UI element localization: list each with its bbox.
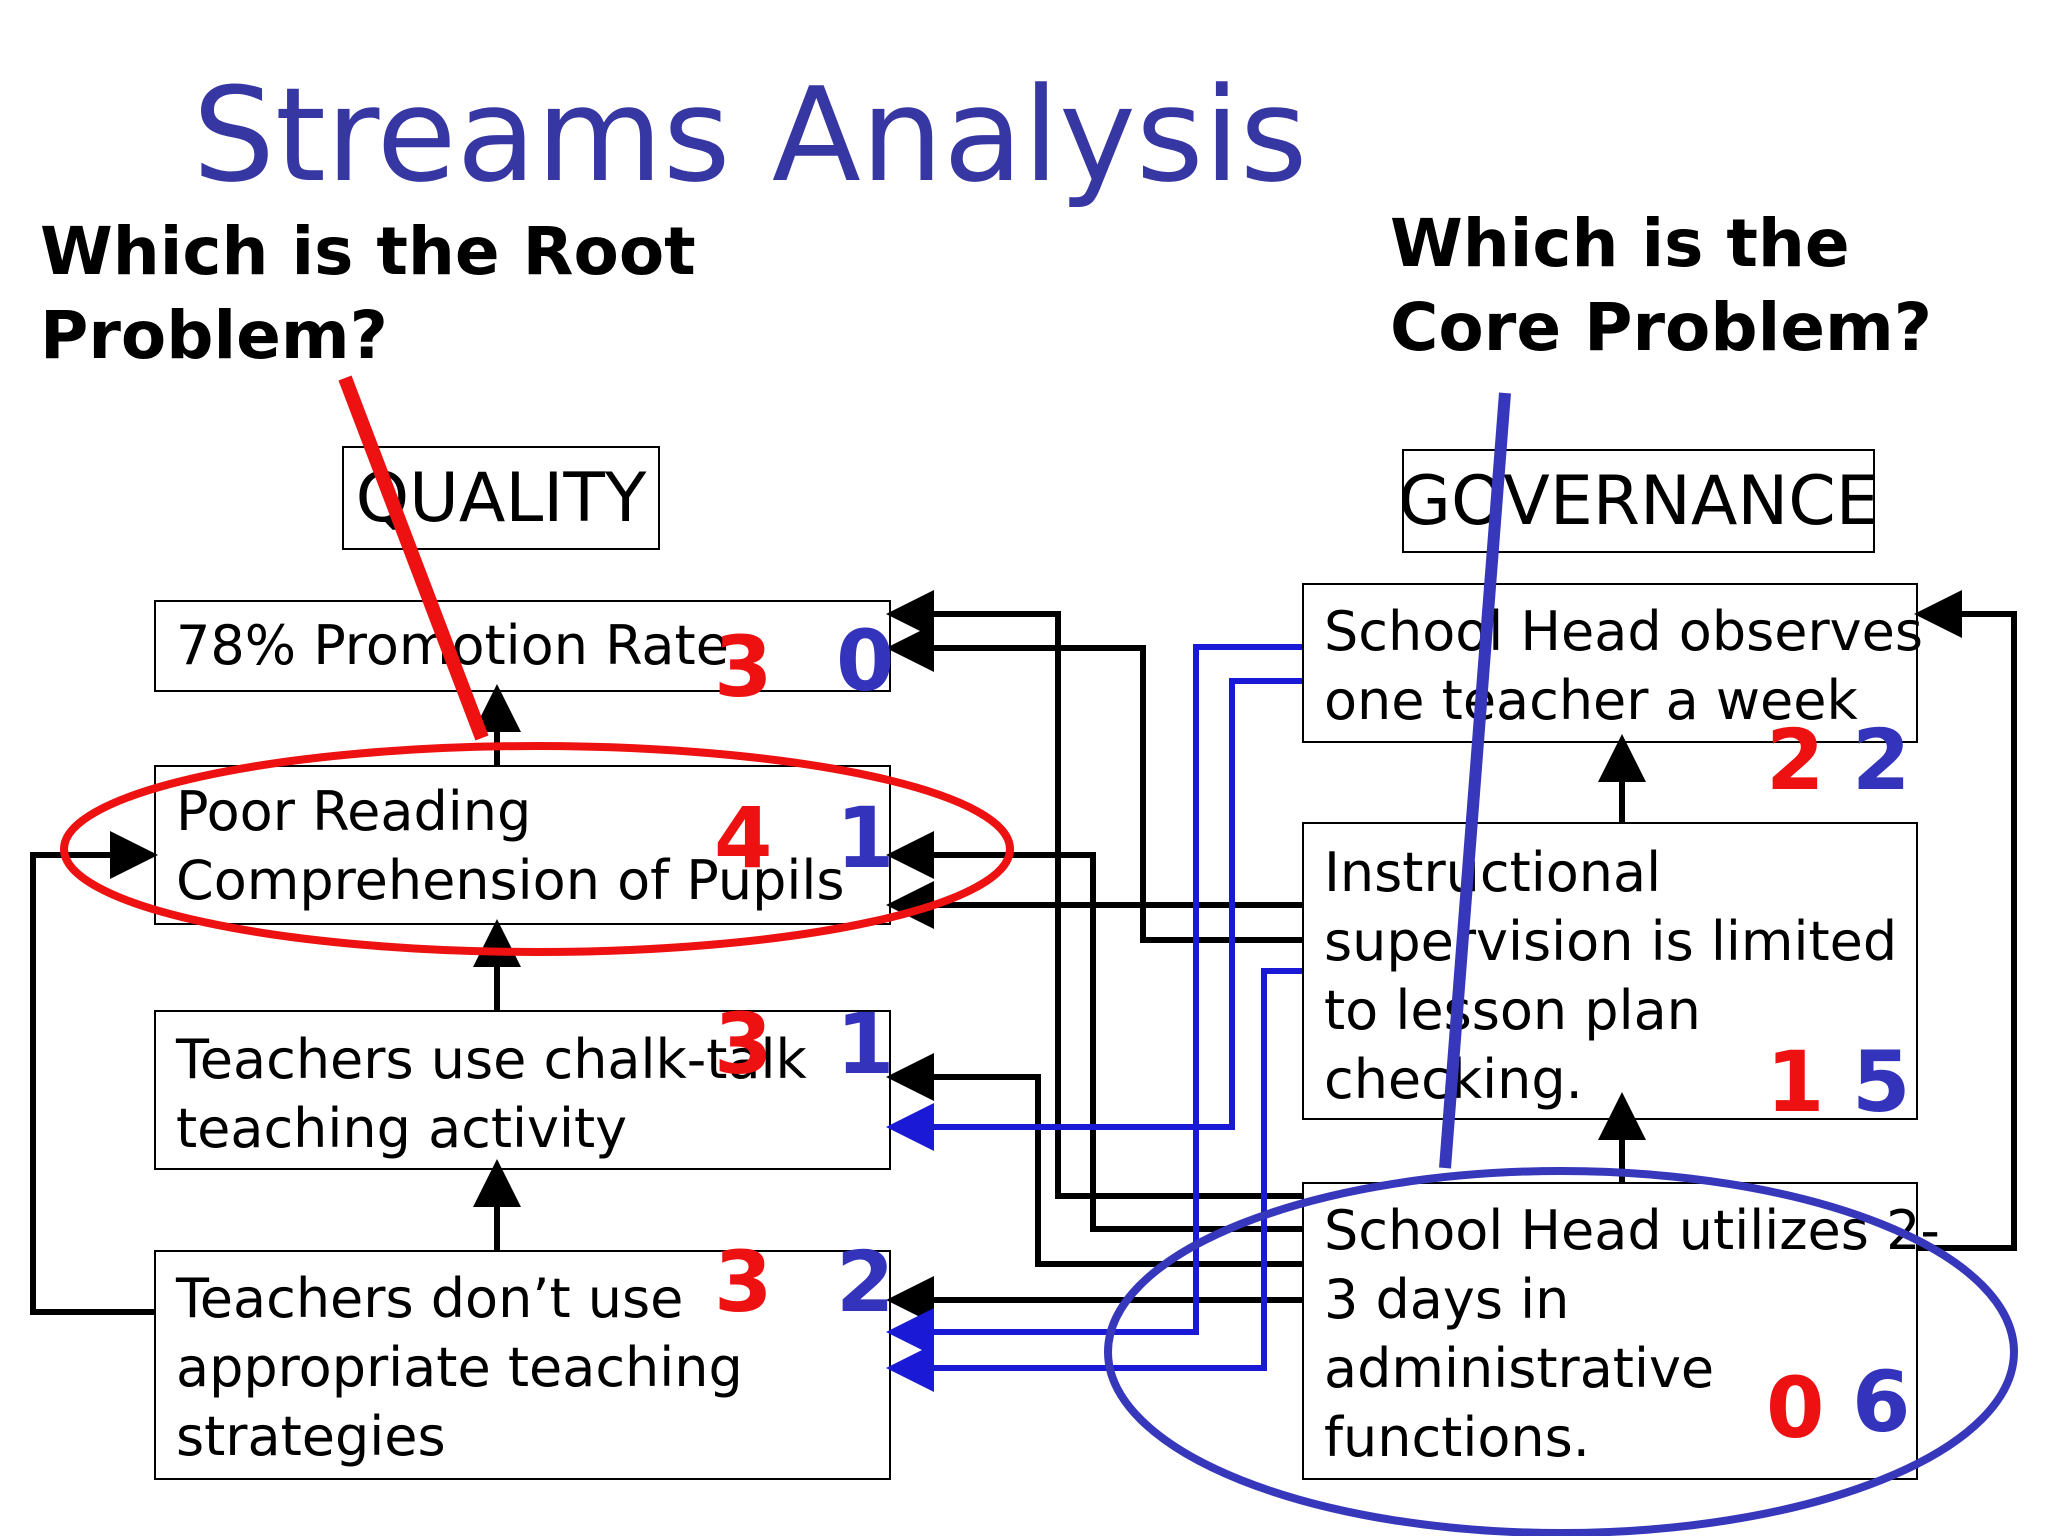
box-line: to lesson plan [1324,979,1701,1042]
score-blue-chalktalk: 1 [836,995,895,1093]
root-pointer-line [338,375,489,741]
governance-box-instructional-supervision: Instructional supervision is limited to … [1302,822,1918,1120]
score-red-strategies: 3 [714,1233,773,1331]
root-question-line-2: Problem? [40,297,388,374]
arrow-admin-to-observes [1914,590,2017,1251]
arrow-supervision-to-promotion [886,624,1302,943]
box-line: Teachers use chalk-talk [176,1028,807,1091]
core-problem-question: Which is the Core Problem? [1390,202,1932,370]
quality-box-poor-reading: Poor Reading Comprehension of Pupils [154,765,891,925]
quality-box-promotion-rate: 78% Promotion Rate [154,600,891,692]
arrow-observes-to-strategies [886,644,1302,1356]
core-pointer-line [1439,392,1511,1169]
quality-box-teaching-strategies: Teachers don’t use appropriate teaching … [154,1250,891,1480]
score-blue-promotion: 0 [836,612,895,710]
arrow-admin-to-reading [886,831,1302,1232]
score-blue-observes: 2 [1852,711,1911,809]
slide-title: Streams Analysis [192,59,1308,211]
governance-box-administrative-functions: School Head utilizes 2- 3 days in admini… [1302,1182,1940,1480]
score-blue-reading: 1 [836,789,895,887]
core-problem-ellipse [1104,1167,2018,1536]
box-line: teaching activity [176,1097,628,1160]
score-red-observes: 2 [1766,711,1825,809]
blue-links [886,644,1302,1392]
box-line: 3 days in [1324,1268,1570,1331]
box-line: one teacher a week [1324,669,1858,732]
box-line: Comprehension of Pupils [176,849,845,912]
box-line: Instructional [1324,841,1662,904]
score-blue-supervision: 5 [1852,1033,1911,1131]
arrow-admin-to-chalktalk [886,1053,1302,1267]
box-line: administrative [1324,1337,1715,1400]
box-line: strategies [176,1405,446,1468]
score-red-chalktalk: 3 [714,995,773,1093]
box-line: Poor Reading [176,780,532,843]
arrow-observes-to-chalktalk [886,678,1302,1151]
score-red-promotion: 3 [714,618,773,716]
governance-box-observes-teacher: School Head observes one teacher a week [1302,583,1923,743]
core-question-line-1: Which is the [1390,205,1850,282]
arrow-strategies-to-reading [30,831,158,1315]
root-problem-ellipse [60,742,1014,956]
root-problem-question: Which is the Root Problem? [40,210,696,378]
root-question-line-1: Which is the Root [40,213,696,290]
black-links [30,590,2017,1324]
score-blue-strategies: 2 [836,1233,895,1331]
box-line: functions. [1324,1406,1590,1469]
box-line: School Head observes [1324,600,1923,663]
box-line: supervision is limited [1324,910,1898,973]
box-line: Teachers don’t use [176,1267,684,1330]
score-red-supervision: 1 [1766,1033,1825,1131]
score-blue-admin: 6 [1852,1353,1911,1451]
score-red-admin: 0 [1766,1359,1825,1457]
governance-stream-header: GOVERNANCE [1398,449,1879,553]
quality-box-chalk-talk: Teachers use chalk-talk teaching activit… [154,1010,891,1170]
score-red-reading: 4 [714,789,773,887]
box-line: appropriate teaching [176,1336,743,1399]
arrow-supervision-to-strategies [886,968,1302,1392]
core-question-line-2: Core Problem? [1390,289,1933,366]
